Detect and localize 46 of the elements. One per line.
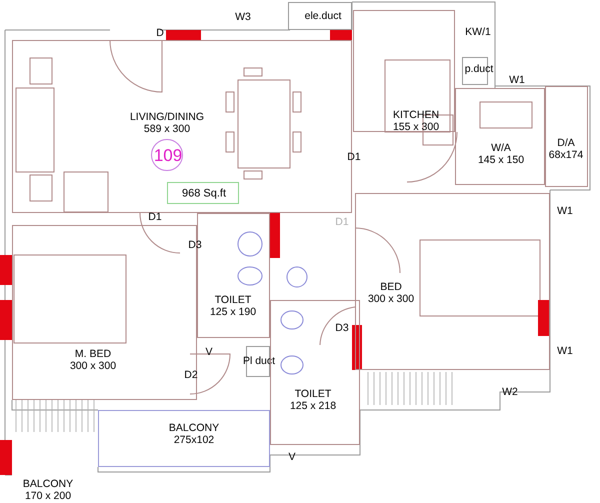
area-box <box>167 182 239 204</box>
opening-tag: V <box>206 346 212 358</box>
balcony-area <box>98 410 270 467</box>
room-dimensions: 125 x 218 <box>290 400 336 412</box>
room-name: Pl duct <box>242 354 276 368</box>
opening-tag: D3 <box>188 238 202 252</box>
room-area <box>353 10 455 132</box>
room-name: D/A <box>557 136 575 149</box>
opening-tag: W1 <box>557 204 573 218</box>
room-dimensions: 145 x 150 <box>478 154 524 166</box>
opening-tag: W1 <box>557 344 573 358</box>
room-dimensions: 125 x 190 <box>210 306 256 318</box>
room-dimensions: 275x102 <box>174 434 214 446</box>
opening-tag: D1 <box>148 210 162 224</box>
area-text: 968 Sq.ft <box>182 188 226 200</box>
room-name: BALCONY <box>168 422 220 434</box>
room-name: TOILET <box>214 294 252 306</box>
opening-tag: W1 <box>509 74 525 86</box>
opening-tag: KW/1 <box>465 26 491 38</box>
opening-tag: D <box>156 26 164 40</box>
opening-tag: D1 <box>335 216 349 228</box>
opening-tag: D2 <box>184 368 198 382</box>
opening-tag: W3 <box>235 10 251 24</box>
room-area <box>455 88 545 185</box>
room-dimensions: 589 x 300 <box>144 123 190 136</box>
room-dimensions: 300 x 300 <box>70 360 116 372</box>
duct-box <box>288 2 352 30</box>
room-dimensions: 68x174 <box>548 149 584 162</box>
room-name: M. BED <box>74 348 112 360</box>
area-label: BALCONY 170 x 200 <box>22 478 74 502</box>
opening-tag: D1 <box>347 150 361 164</box>
room-name: TOILET <box>294 388 332 400</box>
room-name: p.duct <box>464 62 494 76</box>
room-name: W/A <box>491 142 511 154</box>
room-dimensions: 155 x 300 <box>392 121 440 134</box>
room-dimensions: 300 x 300 <box>368 293 414 306</box>
room-area <box>355 193 550 370</box>
room-name: KITCHEN <box>392 108 440 121</box>
room-area <box>545 86 588 187</box>
opening-tag: V <box>288 450 296 464</box>
room-name: ele.duct <box>304 10 342 22</box>
opening-tag: D3 <box>335 322 349 334</box>
opening-tag: W2 <box>502 386 518 398</box>
room-name: BED <box>380 280 402 293</box>
unit-number: 109 <box>154 146 182 166</box>
room-name: LIVING/DINING <box>130 110 204 123</box>
